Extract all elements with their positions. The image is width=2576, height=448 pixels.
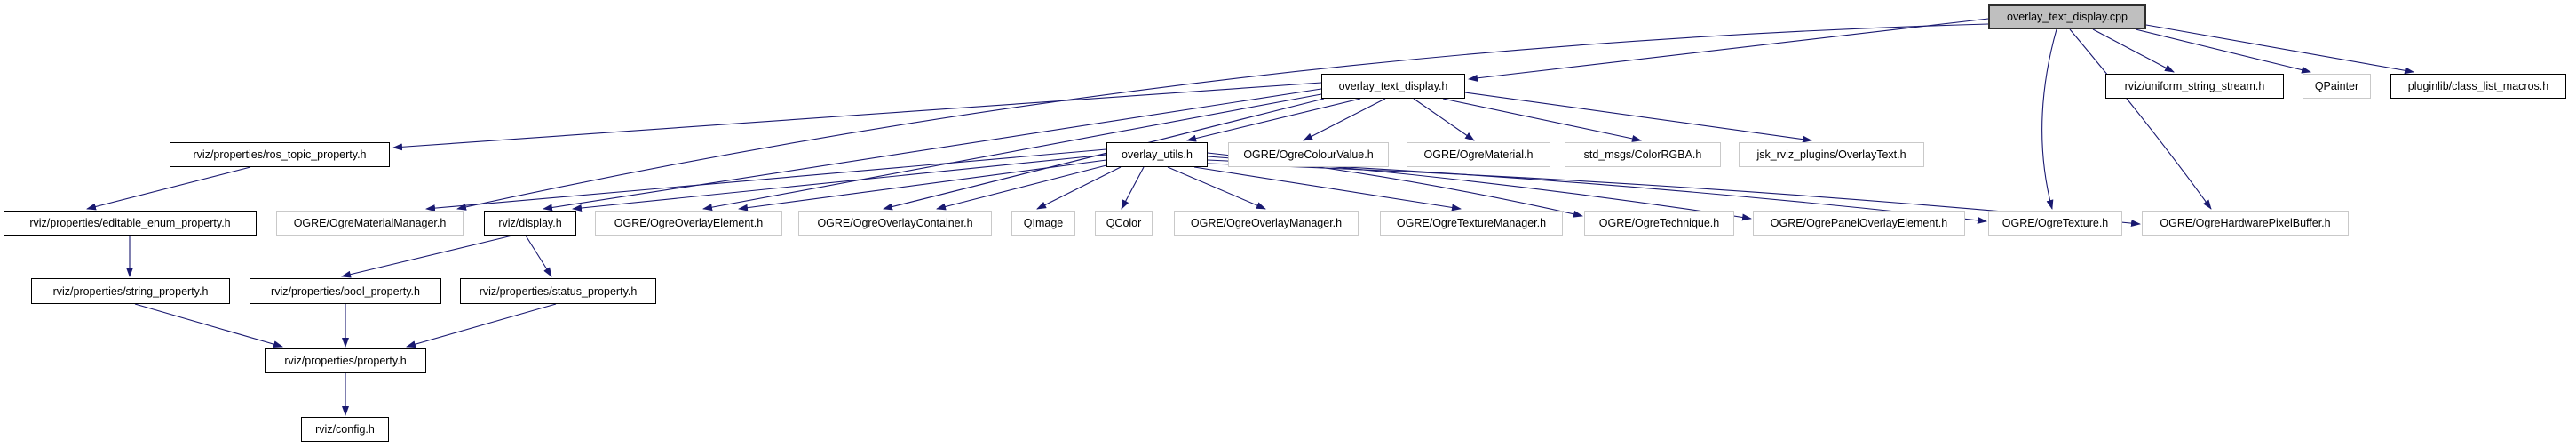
graph-node-config-h[interactable]: rviz/config.h <box>301 417 389 442</box>
graph-node-editable-enum-property-h[interactable]: rviz/properties/editable_enum_property.h <box>4 211 257 236</box>
include-edge-overlay-text-display-h-to-rviz-display-h <box>543 88 1322 212</box>
include-edge-overlay-text-display-cpp-to-qpainter <box>2135 28 2311 74</box>
include-edge-string-property-h-to-property-h <box>134 303 283 348</box>
graph-node-uniform-string-stream-h[interactable]: rviz/uniform_string_stream.h <box>2105 74 2284 99</box>
graph-node-ogre-overlay-container-h: OGRE/OgreOverlayContainer.h <box>798 211 992 236</box>
graph-node-ogre-overlay-manager-h: OGRE/OgreOverlayManager.h <box>1174 211 1359 236</box>
include-edge-overlay-text-display-cpp-to-overlay-text-display-h <box>1468 18 1989 82</box>
include-edge-rviz-display-h-to-bool-property-h <box>341 235 513 278</box>
graph-node-property-h[interactable]: rviz/properties/property.h <box>265 348 426 373</box>
graph-node-bool-property-h[interactable]: rviz/properties/bool_property.h <box>250 278 441 304</box>
graph-node-ros-topic-property-h[interactable]: rviz/properties/ros_topic_property.h <box>170 142 390 167</box>
include-edge-overlay-utils-h-to-ogre-overlay-element-h <box>738 159 1107 212</box>
include-edge-overlay-text-display-cpp-to-ogre-texture-h <box>2041 28 2057 210</box>
include-edge-overlay-text-display-cpp-to-ogre-material-manager-h <box>456 23 1989 211</box>
include-edge-ros-topic-property-h-to-editable-enum-property-h <box>86 166 251 211</box>
include-edge-overlay-text-display-h-to-ros-topic-property-h <box>392 82 1322 151</box>
include-edge-overlay-text-display-cpp-to-uniform-string-stream-h <box>2092 28 2175 73</box>
include-edge-overlay-utils-h-to-ogre-material-manager-h <box>425 148 1107 212</box>
graph-node-class-list-macros-h[interactable]: pluginlib/class_list_macros.h <box>2390 74 2566 99</box>
include-edge-overlay-utils-h-to-ogre-texture-manager-h <box>1193 166 1462 212</box>
graph-node-overlay-text-display-h[interactable]: overlay_text_display.h <box>1321 74 1465 99</box>
graph-node-overlay-utils-h[interactable]: overlay_utils.h <box>1106 142 1208 167</box>
include-edge-status-property-h-to-property-h <box>406 303 557 348</box>
graph-node-rviz-display-h[interactable]: rviz/display.h <box>484 211 576 236</box>
graph-node-ogre-texture-manager-h: OGRE/OgreTextureManager.h <box>1380 211 1563 236</box>
graph-node-overlay-text-msg-h: jsk_rviz_plugins/OverlayText.h <box>1739 142 1924 167</box>
graph-node-overlay-text-display-cpp[interactable]: overlay_text_display.cpp <box>1988 4 2146 29</box>
include-edge-overlay-text-display-h-to-ogre-overlay-container-h <box>883 98 1325 211</box>
include-edge-overlay-text-display-h-to-overlay-utils-h <box>1186 98 1361 142</box>
graph-node-ogre-technique-h: OGRE/OgreTechnique.h <box>1584 211 1734 236</box>
graph-node-color-rgba-h: std_msgs/ColorRGBA.h <box>1565 142 1721 167</box>
graph-node-status-property-h[interactable]: rviz/properties/status_property.h <box>460 278 656 304</box>
include-edge-overlay-text-display-cpp-to-ogre-hardware-pixel-buffer-h <box>2069 28 2212 210</box>
include-edge-rviz-display-h-to-status-property-h <box>525 235 552 277</box>
include-edge-overlay-utils-h-to-qimage <box>1036 166 1122 210</box>
include-edge-overlay-text-display-h-to-ogre-material-h <box>1413 98 1475 141</box>
include-edge-overlay-utils-h-to-ogre-overlay-container-h <box>936 164 1107 211</box>
include-edge-overlay-text-display-cpp-to-class-list-macros-h <box>2145 24 2414 75</box>
include-edge-overlay-utils-h-to-ogre-overlay-manager-h <box>1167 166 1266 210</box>
include-edge-overlay-text-display-h-to-color-rgba-h <box>1442 98 1642 142</box>
graph-node-ogre-colour-value-h: OGRE/OgreColourValue.h <box>1228 142 1389 167</box>
graph-node-ogre-hardware-pixel-buffer-h: OGRE/OgreHardwarePixelBuffer.h <box>2142 211 2349 236</box>
graph-node-ogre-material-h: OGRE/OgreMaterial.h <box>1407 142 1550 167</box>
graph-node-ogre-texture-h: OGRE/OgreTexture.h <box>1988 211 2122 236</box>
include-edge-overlay-utils-h-to-rviz-display-h <box>572 154 1107 212</box>
include-edge-overlay-text-display-h-to-overlay-text-msg-h <box>1464 92 1812 143</box>
include-edge-overlay-text-display-h-to-ogre-colour-value-h <box>1303 98 1386 141</box>
include-edge-overlay-text-display-h-to-ogre-overlay-element-h <box>702 93 1322 212</box>
graph-node-ogre-material-manager-h: OGRE/OgreMaterialManager.h <box>276 211 464 236</box>
include-edge-overlay-utils-h-to-qcolor <box>1121 166 1145 210</box>
graph-node-qpainter: QPainter <box>2303 74 2371 99</box>
graph-node-string-property-h[interactable]: rviz/properties/string_property.h <box>31 278 230 304</box>
graph-node-ogre-overlay-element-h: OGRE/OgreOverlayElement.h <box>595 211 782 236</box>
graph-node-qcolor: QColor <box>1095 211 1153 236</box>
graph-node-ogre-panel-overlay-element-h: OGRE/OgrePanelOverlayElement.h <box>1753 211 1965 236</box>
graph-node-qimage: QImage <box>1011 211 1075 236</box>
